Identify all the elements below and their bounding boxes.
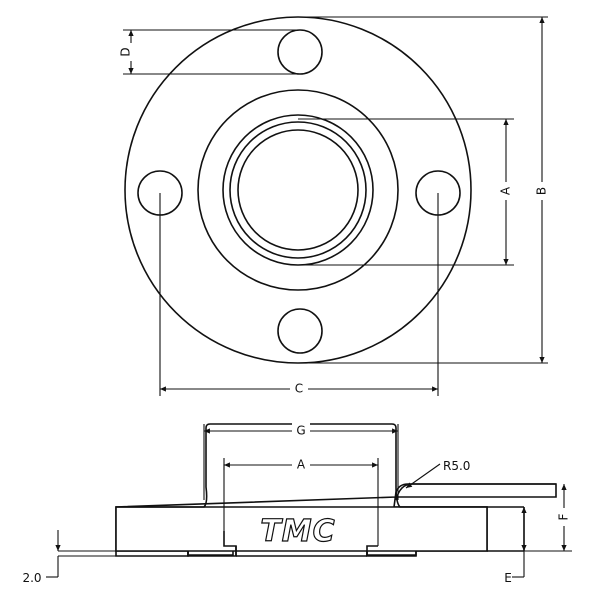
dimension-f: F — [524, 484, 572, 552]
dimension-a-top: A — [298, 118, 514, 266]
bore-circle — [237, 129, 359, 251]
dimension-a-side: A — [223, 457, 379, 473]
hub-ring-outer — [197, 89, 399, 291]
hub-ring-inner — [229, 121, 367, 259]
dimension-radius: R5.0 — [405, 459, 470, 489]
dimension-e-label: E — [504, 571, 512, 585]
hub-ring-middle — [222, 114, 374, 266]
top-view: D A B C — [118, 16, 550, 397]
flange-outer-circle — [124, 16, 472, 364]
bolt-hole-bottom — [277, 308, 323, 354]
dimension-offset-label: 2.0 — [22, 571, 41, 585]
dimension-c: C — [159, 193, 439, 397]
dimension-f-label: F — [557, 513, 571, 520]
brand-logo: TMC — [260, 514, 335, 549]
dimension-b-label: B — [535, 187, 549, 195]
dimension-c-label: C — [295, 382, 303, 396]
dimension-offset: 2.0 — [22, 530, 116, 585]
bolt-hole-top — [277, 29, 323, 75]
dimension-g-label: G — [296, 424, 305, 438]
dimension-e: E — [504, 507, 527, 585]
dimension-g: G — [203, 423, 399, 500]
dimension-d-label: D — [119, 47, 133, 56]
dimension-a-side-label: A — [297, 458, 306, 472]
side-view: TMC G A R5.0 F — [22, 423, 572, 585]
dimension-d: D — [118, 29, 300, 75]
dimension-radius-label: R5.0 — [443, 459, 470, 473]
dimension-a-top-label: A — [499, 186, 513, 195]
dimension-b: B — [300, 16, 550, 364]
